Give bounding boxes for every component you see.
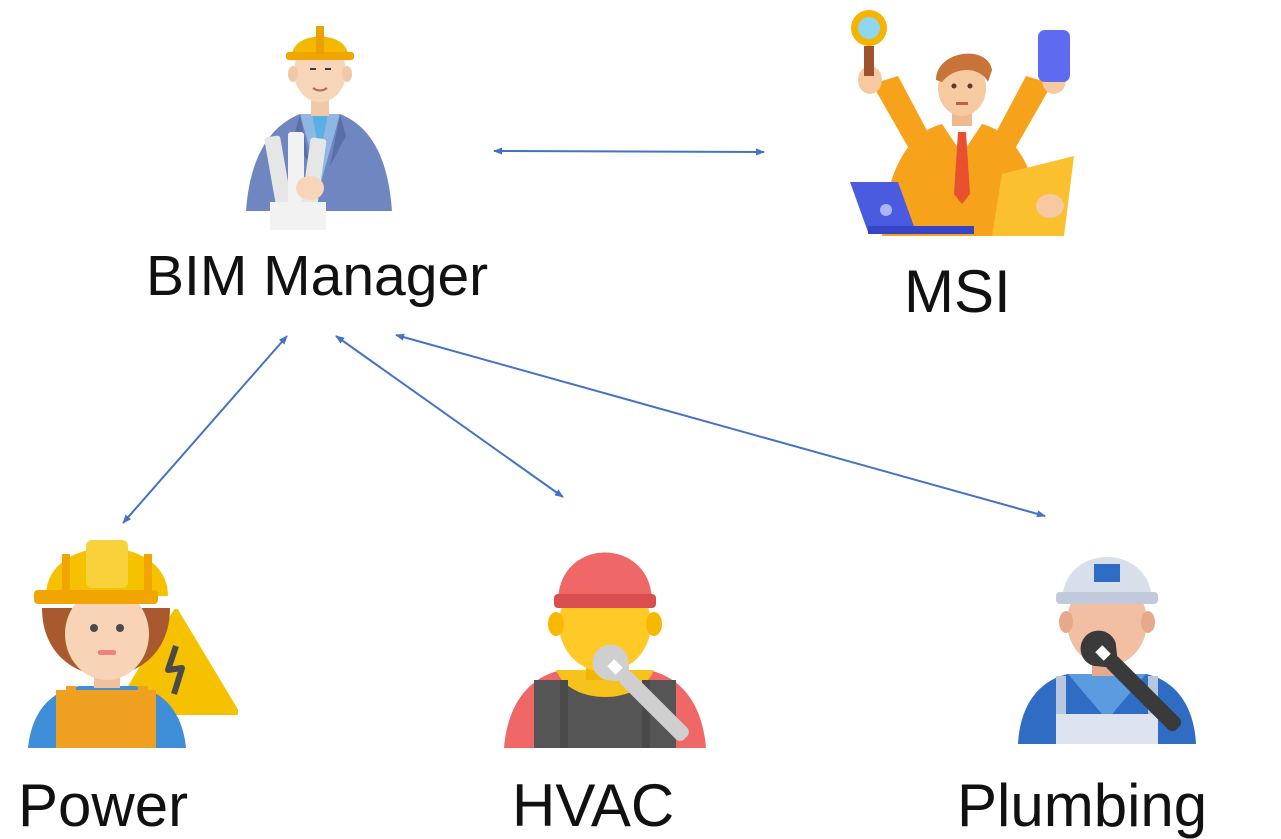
arrow-bim-msi [493, 147, 765, 156]
msi-label: MSI [904, 258, 1011, 325]
plumbing-label: Plumbing [957, 772, 1208, 839]
hvac-technician-with-wrench-icon [504, 552, 706, 748]
plumber-with-wrench-icon [1018, 557, 1196, 744]
electrician-with-warning-sign-icon [28, 540, 238, 748]
arrow-bim-power [122, 335, 288, 524]
arrow-bim-plumbing [395, 333, 1046, 518]
power-label: Power [18, 772, 189, 839]
hvac-label: HVAC [512, 772, 675, 839]
engineer-with-blueprints-icon [246, 26, 392, 230]
multitasking-businessman-icon [850, 10, 1074, 236]
arrow-bim-hvac [335, 335, 564, 498]
bim-manager-label: BIM Manager [146, 244, 489, 308]
